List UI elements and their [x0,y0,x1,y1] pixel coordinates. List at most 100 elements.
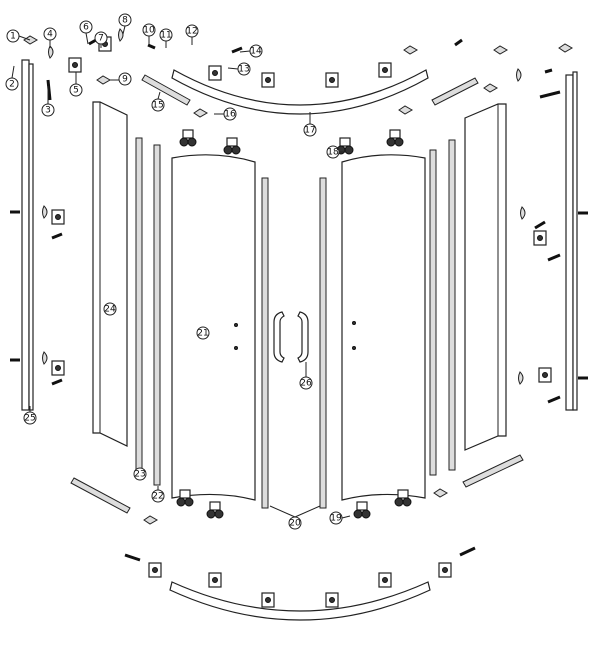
roller [394,489,412,507]
svg-text:5: 5 [73,86,79,96]
screw-icon [544,68,553,74]
left-seal-strips [135,137,161,486]
screw-icon [534,220,546,230]
svg-text:26: 26 [300,379,312,389]
callout-11: 11 [159,28,173,42]
callout-26: 26 [299,376,313,390]
screw-icon [124,553,141,562]
wall-bracket [261,592,275,608]
svg-text:14: 14 [250,47,262,57]
wall-bracket [325,592,339,608]
right-fixed-panel [464,103,507,451]
callout-7: 7 [94,31,108,45]
end-cap [143,515,159,525]
screw-icon [547,253,561,262]
end-cap [23,35,39,45]
svg-text:8: 8 [122,16,128,26]
top-curved-rail [171,69,429,115]
screw-icon [147,43,156,50]
end-cap [193,108,209,118]
callout-25: 25 [23,411,37,425]
left-wall-profile [21,59,34,411]
roller [353,501,371,519]
svg-text:9: 9 [122,75,128,85]
svg-text:23: 23 [134,470,145,480]
wall-bracket [51,209,65,225]
wall-bracket [208,65,222,81]
door-stop-clip [118,28,124,42]
svg-text:10: 10 [143,26,155,36]
screw-icon [231,46,243,54]
fittings [10,28,588,608]
svg-text:20: 20 [289,519,301,529]
door-stop-clip [518,371,524,385]
svg-text:7: 7 [98,34,104,44]
callout-6: 6 [79,20,93,34]
svg-text:19: 19 [330,514,342,524]
callout-13: 13 [237,62,251,76]
left-fixed-panel [92,101,128,447]
svg-text:15: 15 [152,101,163,111]
wall-bracket [208,572,222,588]
door-stop-clip [48,45,54,59]
roller [179,129,197,147]
svg-text:2: 2 [9,80,15,90]
callout-3: 3 [41,103,55,117]
roller [386,129,404,147]
callout-19: 19 [329,511,343,525]
right-sliding-door [341,154,426,501]
screw-icon [454,38,463,47]
wall-bracket [51,360,65,376]
door-handles [273,311,309,363]
wall-bracket [261,72,275,88]
left-sliding-door [171,154,256,501]
callout-10: 10 [142,23,156,37]
callout-9: 9 [118,72,132,86]
callout-24: 24 [103,302,117,316]
screw-icon [51,232,63,240]
svg-text:22: 22 [152,492,163,502]
end-cap [433,488,449,498]
svg-text:18: 18 [327,148,339,158]
callout-20: 20 [288,516,302,530]
screw-icon [51,378,63,386]
callout-15: 15 [151,98,165,112]
door-stop-clip [42,351,48,365]
wall-bracket [378,62,392,78]
straight-rails [70,74,524,514]
svg-text:24: 24 [104,305,116,315]
end-cap [558,43,574,53]
screw-icon [88,38,97,46]
screw-icon [539,90,561,99]
end-cap [483,83,499,93]
wall-bracket [325,72,339,88]
wall-bracket [378,572,392,588]
svg-text:16: 16 [224,110,236,120]
svg-text:11: 11 [160,31,171,41]
wall-bracket [68,57,82,73]
door-rollers [176,129,412,519]
door-stop-clip [516,68,522,82]
screw-icon [46,79,52,101]
svg-text:21: 21 [197,329,208,339]
wall-bracket [533,230,547,246]
wall-bracket [148,562,162,578]
screw-icon [459,546,476,557]
end-cap [96,75,112,85]
svg-text:4: 4 [47,30,53,40]
callout-18: 18 [326,145,340,159]
right-wall-profile [565,71,578,411]
wall-bracket [538,367,552,383]
callout-23: 23 [133,467,147,481]
door-magnetic-strips [261,177,327,509]
end-cap [398,105,414,115]
roller [206,501,224,519]
callout-4: 4 [43,27,57,41]
roller [223,137,241,155]
callout-17: 17 [303,123,317,137]
door-stop-clip [42,205,48,219]
right-seal-strips [429,139,456,476]
